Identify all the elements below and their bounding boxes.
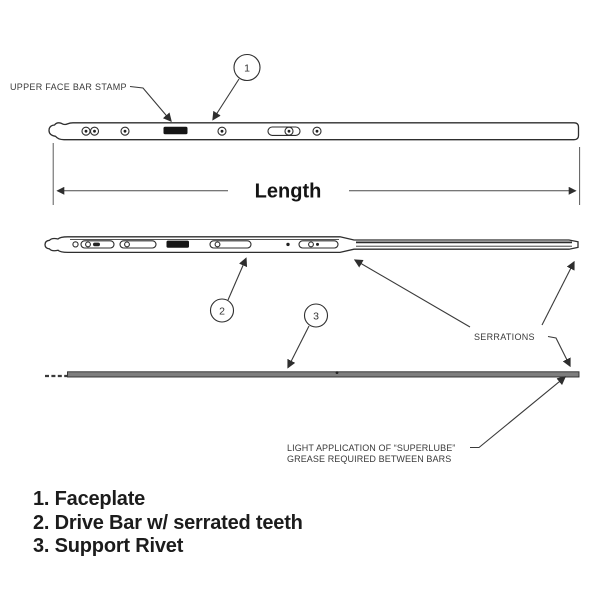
faceplate-slot	[267, 126, 301, 136]
callout-2-number: 2	[219, 306, 225, 318]
faceplate-slot-hole-center	[287, 129, 291, 133]
faceplate-hole-center	[123, 129, 127, 133]
grease-note: LIGHT APPLICATION OF “SUPERLUBE” GREASE …	[287, 376, 567, 464]
callout-1-leader-arrow	[212, 78, 240, 121]
callout-1: 1	[212, 53, 261, 121]
drive-bar-stamp-marking	[166, 240, 189, 248]
drive-bar-hole	[72, 241, 79, 248]
drive-bar-slot-hole	[308, 241, 314, 248]
grease-note-line1: LIGHT APPLICATION OF “SUPERLUBE”	[287, 443, 455, 453]
length-dimension: Length	[52, 143, 581, 205]
stamp-leader-arrow	[129, 85, 172, 123]
drive-bar-slot-hole	[124, 241, 130, 248]
drive-bar-slot-hole	[214, 241, 221, 248]
grease-note-line2: GREASE REQUIRED BETWEEN BARS	[287, 454, 451, 464]
serrations-leader-right-arrow	[541, 260, 575, 326]
stamp-label: UPPER FACE BAR STAMP	[10, 82, 127, 92]
support-rivet-dot	[335, 371, 339, 374]
callout-2-bubble	[209, 298, 235, 323]
serrations-leader-left-arrow	[353, 259, 471, 328]
faceplate-hole-center	[93, 129, 96, 133]
faceplate-bar	[48, 122, 580, 141]
drive-bar-slot	[209, 240, 252, 249]
serrations-leader-lower-arrow	[547, 335, 571, 368]
callout-2-leader-arrow	[227, 257, 248, 301]
drive-bar-slot-pin	[93, 242, 100, 247]
callout-1-number: 1	[244, 63, 250, 75]
grease-note-leader-arrow	[470, 376, 567, 449]
length-label: Length	[255, 181, 322, 203]
legend-item-drive-bar: 2. Drive Bar w/ serrated teeth	[33, 511, 303, 534]
faceplate-hole-center	[315, 129, 319, 133]
callout-2: 2	[209, 257, 248, 323]
faceplate-hole-center	[84, 129, 88, 133]
callout-3-bubble	[303, 303, 329, 328]
drive-bar-rivet-dot	[286, 242, 290, 247]
legend-item-support-rivet: 3. Support Rivet	[33, 535, 184, 557]
lower-bar-body	[67, 371, 580, 378]
drive-bar-slot-hole	[85, 241, 91, 248]
lower-bar	[45, 371, 580, 378]
faceplate-stamp-marking	[163, 126, 188, 135]
drive-bar	[44, 236, 579, 254]
legend-item-faceplate: 1. Faceplate	[33, 488, 146, 510]
legend: 1. Faceplate 2. Drive Bar w/ serrated te…	[33, 488, 303, 559]
faceplate-hole-center	[220, 129, 224, 133]
serrations-callout: SERRATIONS	[353, 259, 575, 368]
serrations-label: SERRATIONS	[474, 332, 535, 342]
callout-3: 3	[287, 303, 329, 369]
callout-1-bubble	[233, 53, 261, 82]
drive-bar-slot-pin	[316, 242, 319, 246]
callout-3-leader-arrow	[287, 325, 310, 369]
callout-3-number: 3	[313, 311, 319, 323]
